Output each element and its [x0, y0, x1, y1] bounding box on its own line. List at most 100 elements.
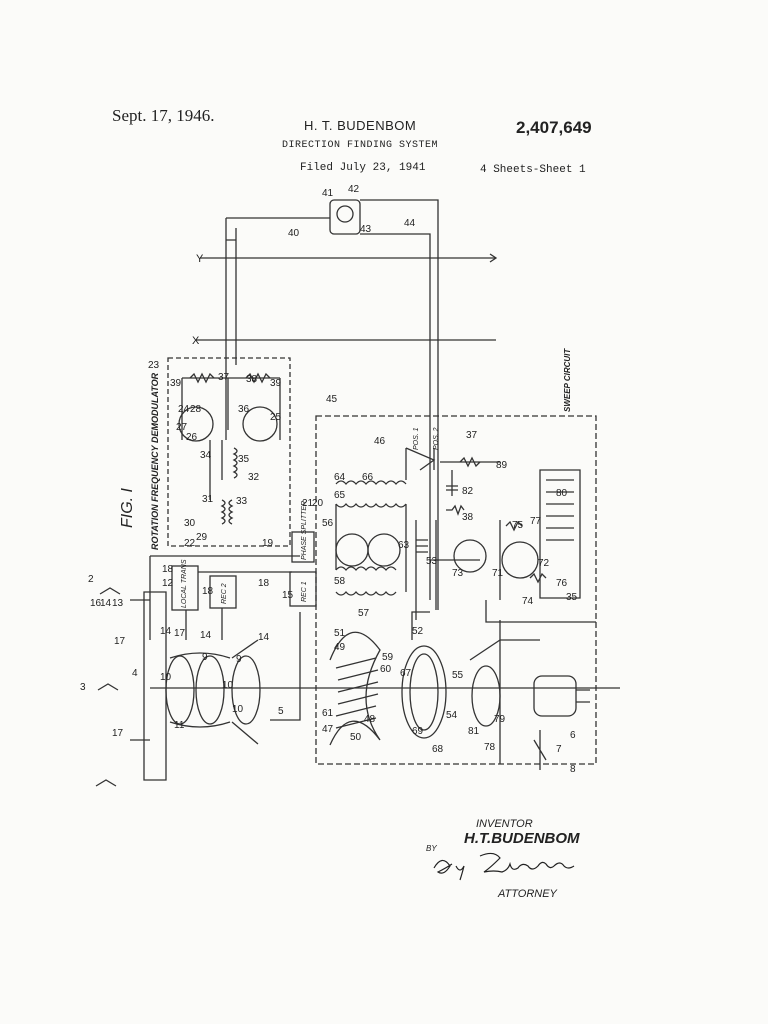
ref-14a: 14: [100, 598, 112, 609]
ref-12: 12: [162, 578, 174, 589]
ref-40: 40: [288, 228, 300, 239]
ref-2: 2: [88, 574, 94, 585]
ref-67: 67: [400, 668, 412, 679]
ref-60: 60: [380, 664, 392, 675]
ref-58: 58: [334, 576, 346, 587]
ref-42: 42: [348, 184, 360, 195]
ref-79: 79: [494, 714, 506, 725]
ref-18b: 18: [202, 586, 214, 597]
sheet-count: 4 Sheets-Sheet 1: [480, 164, 586, 176]
rec2-label: REC 2: [221, 583, 228, 604]
ref-6: 6: [570, 730, 576, 741]
ref-9b: 9: [236, 654, 242, 665]
phase-splitter-label: PHASE SPLITTER: [301, 501, 308, 560]
ref-37b: 37: [466, 430, 478, 441]
ref-54: 54: [446, 710, 458, 721]
ref-39a: 39: [170, 378, 182, 389]
patent-number: 2,407,649: [516, 118, 592, 137]
ref-3: 3: [80, 682, 86, 693]
ref-78: 78: [484, 742, 496, 753]
ref-10b: 10: [222, 680, 234, 691]
ref-10c: 10: [232, 704, 244, 715]
ref-8: 8: [570, 764, 576, 775]
ref-30: 30: [184, 518, 196, 529]
pos1-label: POS. 1: [413, 427, 420, 450]
axis-label-y: Y: [196, 253, 204, 265]
inventor-label: INVENTOR: [476, 818, 533, 830]
ref-50: 50: [350, 732, 362, 743]
pos2-label: POS. 2: [433, 427, 440, 450]
ref-17a: 17: [114, 636, 126, 647]
ref-81: 81: [468, 726, 480, 737]
ref-76: 76: [556, 578, 568, 589]
patent-date: Sept. 17, 1946.: [112, 106, 215, 125]
ref-13: 13: [112, 598, 124, 609]
patent-title: DIRECTION FINDING SYSTEM: [282, 140, 439, 151]
ref-16: 16: [90, 598, 102, 609]
ref-61: 61: [322, 708, 334, 719]
ref-25: 25: [270, 412, 282, 423]
ref-18c: 18: [258, 578, 270, 589]
ref-9a: 9: [202, 652, 208, 663]
ref-33: 33: [236, 496, 248, 507]
ref-7: 7: [556, 744, 562, 755]
ref-34: 34: [200, 450, 212, 461]
ref-35b: 35: [566, 592, 578, 603]
sweep-circuit-label: SWEEP CIRCUIT: [563, 348, 572, 412]
ref-4: 4: [132, 668, 138, 679]
inventor-name-header: H. T. BUDENBOM: [304, 118, 417, 133]
ref-68: 68: [432, 744, 444, 755]
ref-63: 63: [398, 540, 410, 551]
rec1-label: REC 1: [301, 581, 308, 602]
ref-59: 59: [382, 652, 394, 663]
demodulator-label: ROTATION FREQUENCY DEMODULATOR: [150, 372, 160, 550]
ref-36: 36: [238, 404, 250, 415]
ref-74: 74: [522, 596, 534, 607]
ref-72: 72: [538, 558, 550, 569]
ref-56a: 56: [322, 518, 334, 529]
by-label: BY: [426, 844, 437, 853]
ref-21: 21: [302, 498, 314, 509]
ref-22: 22: [184, 538, 196, 549]
ref-57: 57: [358, 608, 370, 619]
ref-31: 31: [202, 494, 214, 505]
ref-17c: 17: [174, 628, 186, 639]
ref-23: 23: [148, 360, 160, 371]
ref-17b: 17: [112, 728, 124, 739]
ref-39b: 39: [270, 378, 282, 389]
ref-20: 20: [312, 498, 324, 509]
ref-41: 41: [322, 188, 334, 199]
filed-date: Filed July 23, 1941: [300, 162, 426, 174]
ref-28: 28: [190, 404, 202, 415]
ref-38b: 38: [462, 512, 474, 523]
ref-77: 77: [530, 516, 542, 527]
ref-82: 82: [462, 486, 474, 497]
ref-64: 64: [334, 472, 346, 483]
ref-53: 53: [426, 556, 438, 567]
ref-32: 32: [248, 472, 260, 483]
ref-65: 65: [334, 490, 346, 501]
ref-49: 49: [334, 642, 346, 653]
ref-14b: 14: [160, 626, 172, 637]
ref-19: 19: [262, 538, 274, 549]
inventor-name-signature: H.T.BUDENBOM: [464, 830, 580, 847]
ref-73: 73: [452, 568, 464, 579]
ref-45: 45: [326, 394, 338, 405]
axis-label-x: X: [192, 335, 200, 347]
ref-24: 24: [178, 404, 190, 415]
ref-75: 75: [512, 520, 524, 531]
ref-15: 15: [282, 590, 294, 601]
ref-80: 80: [556, 488, 568, 499]
ref-14c: 14: [200, 630, 212, 641]
ref-69: 69: [412, 726, 424, 737]
attorney-signature: [433, 852, 575, 881]
ref-48: 48: [364, 714, 376, 725]
ref-18a: 18: [162, 564, 174, 575]
ref-66: 66: [362, 472, 374, 483]
figure-label: FIG. I: [119, 487, 136, 528]
ref-11: 11: [174, 720, 185, 731]
ref-35: 35: [238, 454, 250, 465]
ref-38a: 38: [246, 374, 258, 385]
local-trans-label: LOCAL TRANS: [181, 559, 188, 608]
